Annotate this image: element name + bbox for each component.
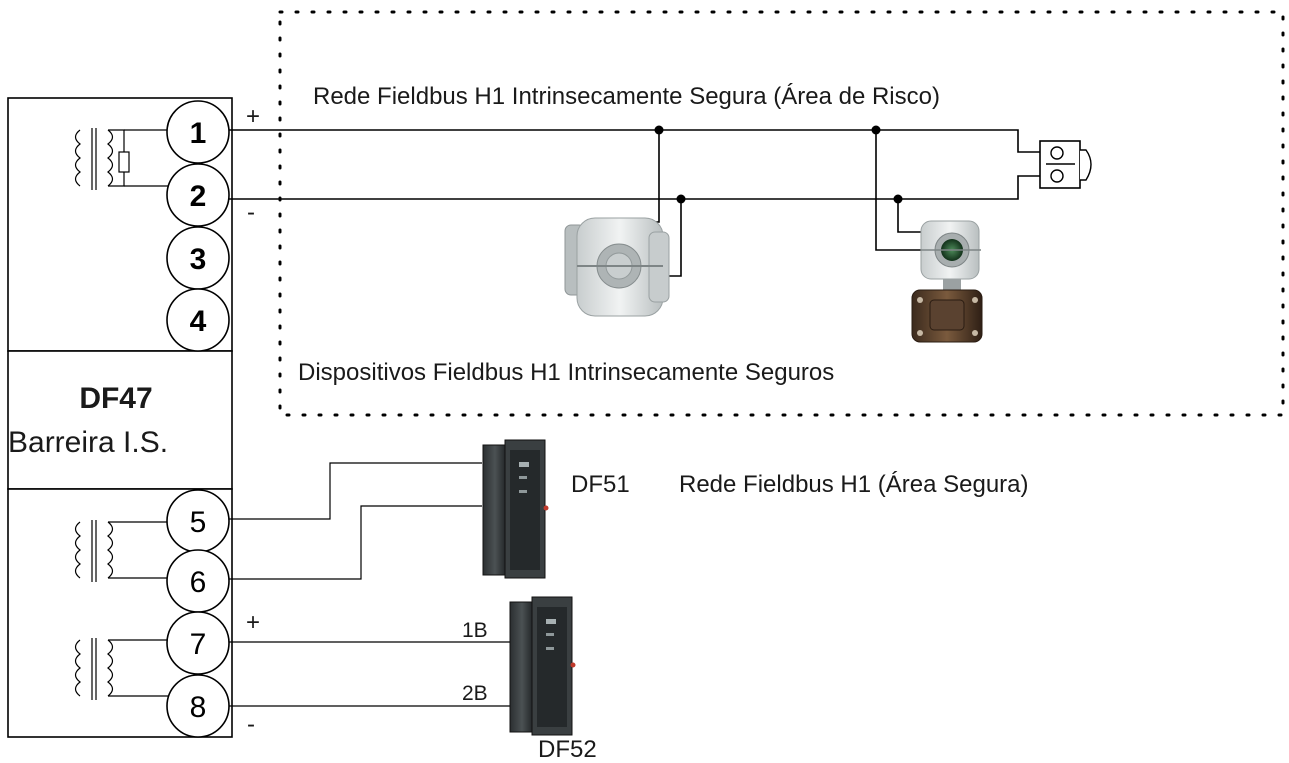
- terminator-icon: [1039, 140, 1092, 189]
- terminal-8: 8: [166, 674, 230, 738]
- pressure-transmitter-device-2-icon: [911, 220, 983, 343]
- polarity-minus-2: -: [247, 199, 255, 226]
- transmitter-device-1-icon: [564, 217, 670, 317]
- terminal-6: 6: [166, 549, 230, 613]
- svg-text:7: 7: [190, 628, 207, 661]
- barrier-description: Barreira I.S.: [8, 426, 168, 459]
- terminal-4: 4: [166, 288, 230, 352]
- barrier-name: DF47: [79, 382, 152, 415]
- devices-label: Dispositivos Fieldbus H1 Intrinsecamente…: [298, 359, 834, 386]
- transformer-1-icon: [74, 128, 168, 190]
- junction-dots: [654, 125, 903, 204]
- transformer-2-icon: [74, 520, 168, 582]
- df52-name: DF52: [538, 736, 597, 763]
- df51-name: DF51: [571, 471, 630, 498]
- terminal-5: 5: [166, 489, 230, 553]
- hazardous-network-title: Rede Fieldbus H1 Intrinsecamente Segura …: [313, 83, 940, 110]
- svg-text:3: 3: [190, 243, 207, 276]
- svg-text:6: 6: [190, 566, 207, 599]
- transformer-3-icon: [74, 638, 168, 700]
- svg-text:4: 4: [190, 305, 207, 338]
- polarity-plus-7: +: [246, 609, 260, 636]
- terminal-1: 1: [166, 100, 230, 164]
- df52-module-icon: [509, 596, 576, 736]
- svg-text:1: 1: [190, 117, 207, 150]
- df51-module-icon: [482, 439, 549, 579]
- polarity-plus-1: +: [246, 103, 260, 130]
- svg-text:5: 5: [190, 506, 207, 539]
- svg-text:2: 2: [190, 180, 207, 213]
- df51-wiring: [229, 462, 482, 580]
- terminal-3: 3: [166, 226, 230, 290]
- safe-network-label: Rede Fieldbus H1 (Área Segura): [679, 471, 1029, 498]
- svg-text:8: 8: [190, 691, 207, 724]
- terminal-2: 2: [166, 163, 230, 227]
- terminal-7: 7: [166, 611, 230, 675]
- df52-pin-2b: 2B: [462, 682, 488, 705]
- df52-pin-1b: 1B: [462, 619, 488, 642]
- polarity-minus-8: -: [247, 711, 255, 738]
- df52-wiring: [229, 641, 510, 707]
- hazardous-area-boundary: [278, 10, 1285, 417]
